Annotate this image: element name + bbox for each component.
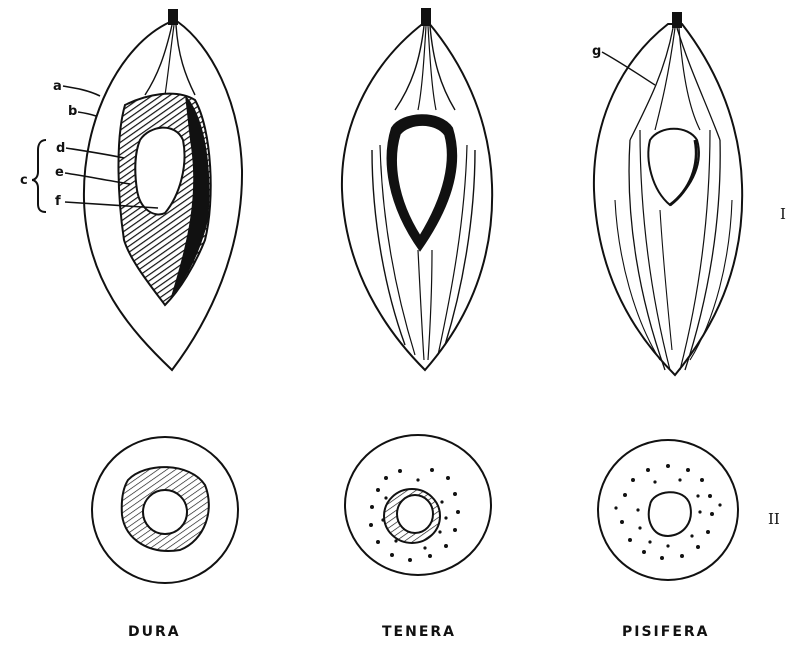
pisifera-kernel	[648, 129, 698, 205]
label-g: g	[592, 44, 601, 59]
dura-longitudinal-section	[84, 9, 242, 370]
pisifera-cross-kernel	[649, 492, 691, 536]
pisifera-labels: g	[592, 44, 655, 85]
caption-pisifera: PISIFERA	[622, 624, 710, 640]
label-c: c	[20, 173, 28, 188]
label-b: b	[68, 104, 77, 119]
pisifera-longitudinal-section	[594, 12, 742, 375]
tenera-cross-section	[345, 435, 491, 575]
pisifera-stalk	[672, 12, 682, 28]
label-f: f	[55, 194, 61, 209]
dura-cross-section	[92, 437, 238, 583]
tenera-longitudinal-section	[342, 8, 492, 370]
dura-cross-kernel	[143, 490, 187, 534]
bracket-c	[32, 140, 46, 212]
label-e: e	[55, 165, 64, 180]
caption-tenera: TENERA	[382, 624, 456, 640]
row-label-i: I	[780, 205, 786, 223]
tenera-cross-kernel	[397, 495, 433, 533]
dura-stalk	[168, 9, 178, 25]
row-label-ii: II	[768, 510, 780, 528]
caption-dura: DURA	[128, 624, 181, 640]
label-d: d	[56, 141, 65, 156]
tenera-stalk	[421, 8, 431, 26]
pisifera-cross-section	[598, 440, 738, 580]
label-a: a	[53, 79, 62, 94]
